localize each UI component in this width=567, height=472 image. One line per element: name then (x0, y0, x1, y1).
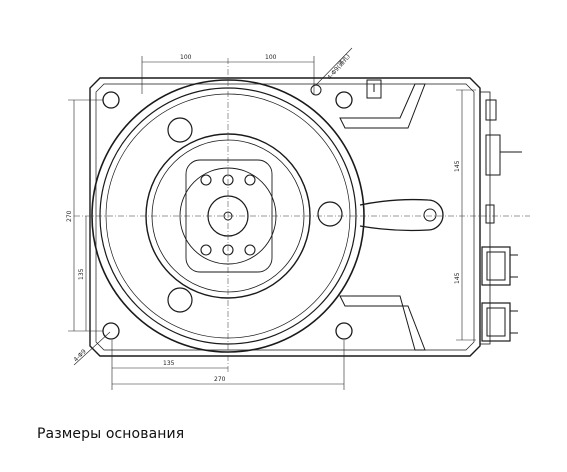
connector-top (485, 99, 497, 121)
callout-bottom: 4-Φ9 (72, 348, 87, 363)
dim-left-lower: 135 (78, 268, 85, 280)
connector-plug-lower (481, 302, 518, 342)
slot-bottom-right (339, 295, 426, 351)
connector-panel (479, 91, 491, 345)
counterbore-right (317, 201, 343, 227)
connector-small (485, 204, 495, 224)
counterbore-bottom-left (167, 287, 193, 313)
lever-arm (359, 198, 444, 232)
connector-mid (485, 134, 501, 176)
lever-pin (423, 208, 437, 222)
slot-top-right (339, 83, 426, 129)
hub-bolt-holes (200, 174, 256, 256)
counterbore-top-left (167, 117, 193, 143)
dim-right-upper: 145 (454, 160, 461, 172)
dim-top-right: 100 (265, 54, 277, 61)
dim-bottom-total: 270 (214, 376, 226, 383)
dim-left-total: 270 (66, 210, 73, 222)
indicator-box (366, 79, 382, 99)
dim-bottom-inner: 135 (163, 360, 175, 367)
base-plate-inner-outline (95, 83, 475, 351)
dim-top-left: 100 (180, 54, 192, 61)
connector-plug-upper (481, 246, 518, 286)
dim-right-lower: 145 (454, 272, 461, 284)
base-dimension-drawing: 100 100 4-Φ9(通孔) 4-Φ9 270 135 145 145 13… (66, 47, 530, 390)
callout-top: 4-Φ9(通孔) (325, 52, 351, 81)
callout-hole (310, 84, 322, 96)
base-plate-outline (89, 77, 481, 357)
caption: Размеры основания (37, 426, 185, 442)
